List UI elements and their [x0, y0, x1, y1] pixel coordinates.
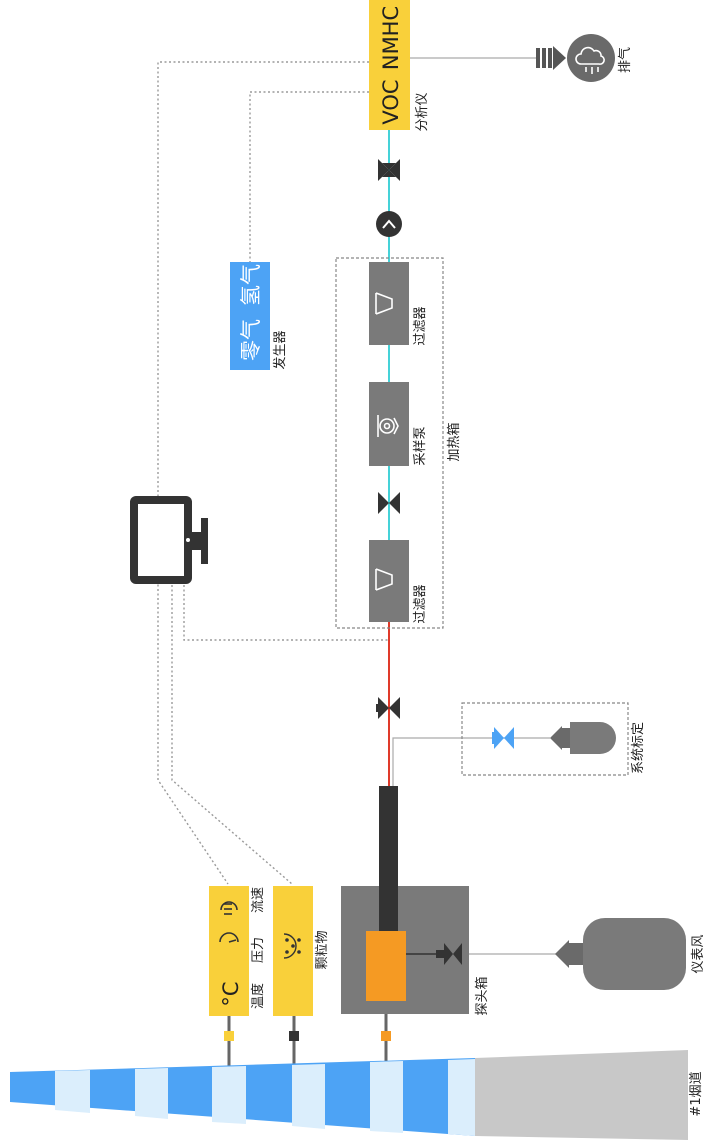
gas-generator[interactable]: 零气 氢气	[230, 262, 270, 370]
temp-symbol: °C	[219, 981, 243, 1006]
funnel-icon	[375, 568, 393, 591]
probe-box-label: 探头箱	[474, 976, 490, 1015]
heated-box	[335, 257, 444, 629]
filter-top[interactable]	[369, 262, 409, 345]
voc-label: VOC	[379, 79, 403, 124]
nmhc-label: NMHC	[379, 6, 403, 70]
calibration-valve-icon[interactable]	[492, 727, 514, 749]
dots-icon	[283, 933, 301, 959]
calibration-label: 系统标定	[631, 722, 646, 774]
filter-top-label: 过滤器	[413, 306, 428, 345]
sample-line	[388, 130, 560, 955]
pump-icon	[377, 415, 399, 437]
valve-icon[interactable]	[376, 697, 400, 719]
tpf-sensor[interactable]: °C	[209, 886, 249, 1016]
filter-bottom[interactable]	[369, 540, 409, 622]
calibration-box	[461, 702, 629, 776]
voc-nmhc-analyzer[interactable]: VOC NMHC	[369, 0, 410, 130]
valve-icon[interactable]	[406, 943, 462, 965]
valve-icon[interactable]	[378, 159, 400, 181]
gauge-icon	[219, 932, 239, 943]
cloud-icon	[575, 46, 605, 74]
hydrogen-label: 氢气	[239, 264, 263, 306]
flow-label: 流速	[251, 887, 266, 913]
probe-heater	[366, 931, 406, 1001]
signal-lines	[157, 61, 389, 885]
funnel-icon	[375, 292, 393, 315]
valve-icon[interactable]	[378, 492, 400, 514]
filter-bottom-label: 过滤器	[413, 584, 428, 623]
zero-gas-label: 零气	[239, 319, 263, 361]
exhaust-label: 排气	[617, 47, 633, 73]
flue-label: #1烟道	[689, 1071, 704, 1116]
particulate-sensor[interactable]	[273, 886, 313, 1016]
calibration-cylinder	[550, 722, 616, 754]
instrument-air-label: 仪表风	[691, 934, 704, 973]
analyzer-caption: 分析仪	[415, 92, 430, 131]
arrow-icon	[536, 46, 566, 70]
generator-caption: 发生器	[272, 330, 288, 369]
flue-chimney	[10, 1050, 688, 1140]
check-valve-icon	[376, 211, 402, 237]
instrument-air-cylinder	[555, 918, 686, 990]
temperature-label: 温度	[250, 983, 266, 1009]
pressure-label: 压力	[251, 937, 266, 963]
heated-box-label: 加热箱	[446, 422, 462, 461]
probe-pipe	[379, 786, 398, 933]
pump-label: 采样泵	[413, 426, 428, 465]
exhaust-outlet	[410, 34, 615, 82]
monitor-icon[interactable]	[130, 496, 208, 584]
particulate-label: 颗粒物	[315, 930, 330, 969]
sample-pump[interactable]	[369, 382, 409, 466]
swirl-icon	[220, 901, 238, 915]
